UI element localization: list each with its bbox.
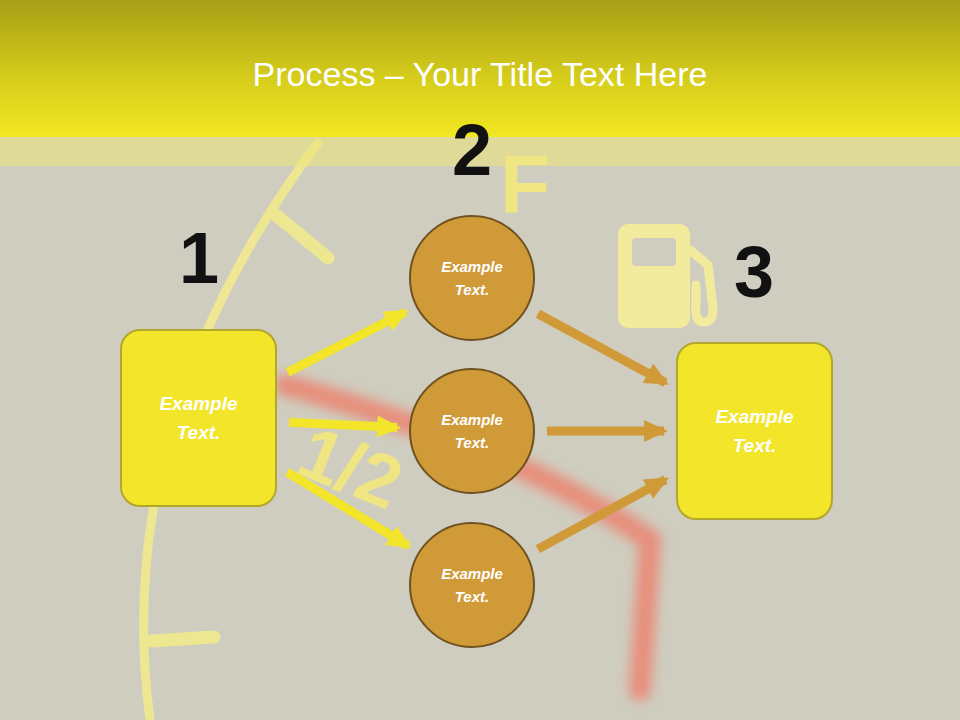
node-text: Example Text. [432, 255, 512, 301]
node-text: Example Text. [432, 562, 512, 608]
gauge-mark: 1/2 [288, 414, 411, 521]
step-number: 2 [452, 114, 492, 186]
flow-arrow [538, 480, 666, 550]
flow-arrow [288, 312, 406, 372]
process-box: Example Text. [120, 329, 277, 507]
step-circle: Example Text. [409, 368, 535, 494]
step-number: 3 [734, 236, 774, 308]
process-box: Example Text. [676, 342, 833, 520]
step-circle: Example Text. [409, 522, 535, 648]
step-number: 1 [179, 222, 219, 294]
flow-arrow [538, 314, 665, 383]
flow-arrow [547, 427, 664, 436]
slide-title: Process – Your Title Text Here [0, 52, 960, 96]
gauge-mark: F [500, 144, 550, 226]
node-text: Example Text. [146, 389, 251, 447]
fuel-pump-icon [618, 224, 713, 328]
step-circle: Example Text. [409, 215, 535, 341]
node-text: Example Text. [702, 402, 807, 460]
node-text: Example Text. [432, 408, 512, 454]
